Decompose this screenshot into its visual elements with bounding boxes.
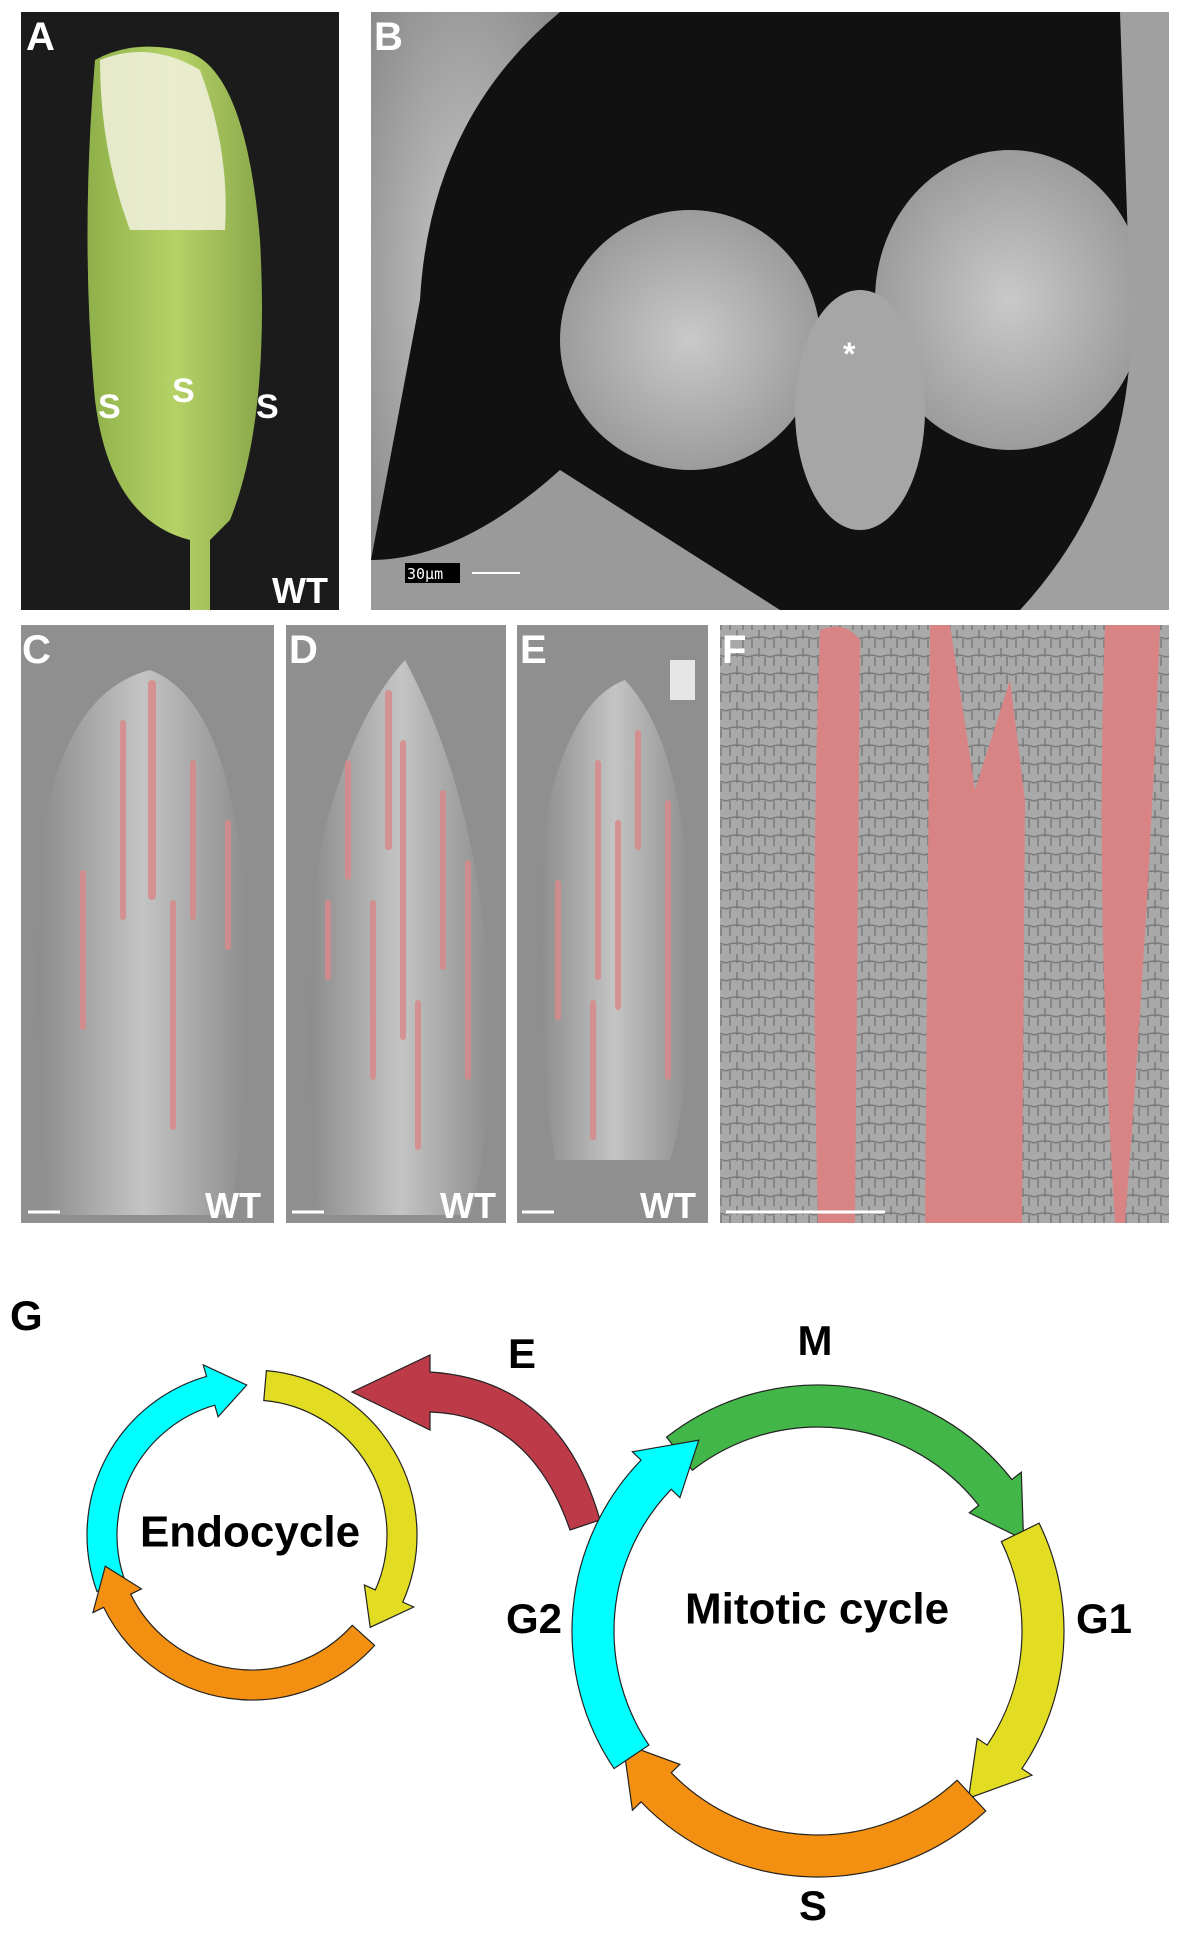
giant-cells: [555, 730, 671, 1140]
panel-b: B * 30µm: [371, 12, 1169, 610]
panel-b-letter: B: [374, 15, 403, 59]
endocycle-s-arrow: [91, 1565, 376, 1701]
stem: [371, 12, 560, 560]
giant-cells: [325, 690, 471, 1150]
sepal-label: S: [98, 388, 121, 426]
phase-label-e: E: [508, 1330, 536, 1377]
genotype-label: WT: [272, 570, 328, 611]
flower-primordium: [875, 150, 1145, 450]
panel-e: E WT: [517, 625, 708, 1226]
giant-cells: [80, 680, 231, 1130]
phase-label-g2: G2: [506, 1595, 562, 1642]
endocycle-g1-arrow: [263, 1369, 418, 1629]
panel-e-letter: E: [520, 628, 547, 672]
panel-c: C WT: [21, 625, 274, 1226]
genotype-label: WT: [205, 1185, 261, 1226]
debris: [670, 660, 695, 700]
meristem-asterisk: *: [843, 336, 856, 372]
sepal: [539, 680, 690, 1160]
panel-a: A S S S WT: [21, 12, 339, 611]
meristem: [795, 290, 925, 530]
stem: [1020, 12, 1169, 610]
panel-c-letter: C: [22, 628, 51, 672]
mitotic-g1-arrow: [967, 1522, 1065, 1800]
sepal: [38, 670, 246, 1215]
sepal-label: S: [256, 388, 279, 426]
petals: [100, 52, 226, 230]
panel-g-letter: G: [10, 1292, 43, 1339]
giant-cells: [814, 625, 1160, 1223]
genotype-label: WT: [440, 1185, 496, 1226]
genotype-label: WT: [640, 1185, 696, 1226]
mitotic-cycle-label: Mitotic cycle: [685, 1585, 949, 1634]
endocycle-entry-arrow: [350, 1354, 601, 1531]
phase-label-g1: G1: [1076, 1595, 1132, 1642]
flower-primordium: [560, 210, 820, 470]
panel-d-letter: D: [289, 628, 318, 672]
mitotic-g2-arrow: [571, 1439, 700, 1770]
scale-bar-label: 30µm: [407, 565, 443, 583]
endocycle-label: Endocycle: [140, 1508, 360, 1557]
phase-label-s: S: [799, 1882, 827, 1929]
phase-label-m: M: [798, 1317, 833, 1364]
panel-f: F: [720, 625, 1169, 1223]
scale-label-box: [405, 563, 460, 583]
panel-f-letter: F: [722, 628, 746, 672]
panel-a-letter: A: [26, 15, 55, 59]
mitotic-m-arrow: [665, 1384, 1025, 1541]
sepal-label: S: [172, 372, 195, 410]
endocycle-g2-arrow: [86, 1363, 248, 1593]
stem: [371, 470, 780, 610]
panel-d: D WT: [286, 625, 506, 1226]
panel-g-cell-cycle-diagram: [86, 1354, 1065, 1878]
mitotic-s-arrow: [622, 1742, 987, 1878]
